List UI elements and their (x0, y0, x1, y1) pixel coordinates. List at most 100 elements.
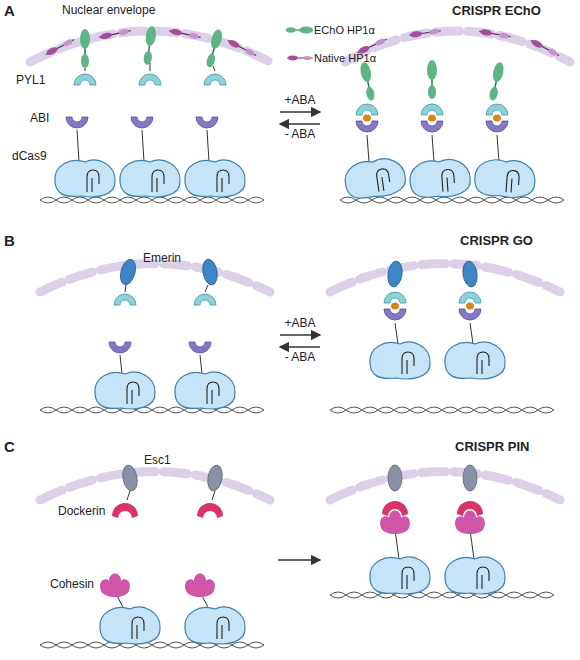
decor-shape (421, 121, 443, 132)
decor-shape (497, 135, 499, 162)
legend-text: Native HP1α (314, 52, 376, 65)
decor-shape (356, 121, 378, 132)
legend-samples (286, 27, 313, 61)
decor-shape (470, 323, 473, 344)
esc1-dockerin-cohesin (100, 464, 485, 597)
decor-shape (121, 464, 139, 492)
decor-shape (479, 28, 512, 39)
decor-shape (529, 38, 560, 58)
decor-shape (455, 511, 485, 535)
protein-label: PYL1 (16, 74, 45, 88)
decor-shape (409, 158, 472, 199)
protein-label: Dockerin (58, 505, 105, 519)
decor-shape (395, 530, 399, 559)
decor-shape (427, 60, 437, 99)
decor-shape (330, 592, 554, 598)
decor-shape (80, 29, 90, 68)
decor-shape (367, 135, 369, 162)
decor-shape (40, 197, 264, 203)
decor-shape (280, 334, 320, 335)
condition-label: +ABA (275, 317, 325, 331)
legend-text: EChO HP1α (314, 24, 375, 37)
decor-shape (428, 115, 436, 122)
decor-shape (343, 156, 408, 201)
condition-label: - ABA (275, 351, 325, 365)
decor-shape (463, 465, 477, 491)
panel-title: CRISPR GO (460, 234, 533, 249)
decor-shape (486, 104, 508, 115)
decor-shape (207, 130, 209, 162)
decor-shape (363, 115, 371, 122)
decor-shape (340, 197, 564, 203)
decor-shape (200, 355, 202, 374)
decor-shape (384, 292, 406, 303)
decor-shape (421, 104, 443, 115)
decor-shape (278, 559, 320, 560)
decor-shape (40, 472, 270, 501)
decor-shape (474, 158, 537, 199)
decor-shape (85, 68, 86, 71)
decor-shape (120, 355, 122, 374)
decor-shape (131, 117, 153, 128)
decor-shape (286, 27, 313, 34)
panel-letter: C (4, 438, 15, 455)
decor-shape (204, 28, 224, 68)
decor-shape (330, 472, 560, 501)
stalk-lines (77, 68, 499, 609)
decor-shape (370, 557, 430, 594)
decor-shape (66, 117, 88, 128)
decor-shape (345, 31, 570, 62)
decor-shape (466, 303, 474, 310)
decor-shape (486, 121, 508, 132)
decor-shape (74, 74, 96, 85)
decor-shape (470, 530, 474, 559)
decor-shape (487, 61, 505, 101)
envelope-label: Nuclear envelope (62, 4, 155, 18)
reaction-arrows (278, 112, 320, 560)
decor-shape (395, 323, 398, 344)
nuclear-envelope (30, 31, 570, 500)
echo-hp1 (80, 25, 505, 101)
decor-shape (150, 63, 151, 71)
decor-shape (120, 160, 180, 197)
protein-label: ABI (30, 112, 49, 126)
decor-shape (206, 464, 224, 492)
decor-shape (189, 342, 211, 353)
decor-shape (330, 407, 554, 413)
decor-shape (205, 285, 208, 292)
decor-shape (445, 342, 505, 379)
decor-shape (493, 115, 501, 122)
decor-shape (100, 607, 160, 644)
decor-shape (109, 342, 131, 353)
decor-shape (212, 491, 215, 500)
decor-shape (356, 104, 378, 115)
decor-shape (142, 130, 144, 162)
decor-shape (370, 342, 430, 379)
decor-shape (175, 372, 235, 409)
decor-shape (99, 28, 132, 41)
decor-shape (40, 264, 270, 293)
decor-shape (391, 303, 399, 310)
decor-shape (459, 292, 481, 303)
decor-shape (196, 117, 218, 128)
decor-shape (459, 309, 481, 320)
decor-shape (197, 503, 223, 518)
condition-label: +ABA (275, 94, 325, 108)
decor-shape (201, 258, 219, 286)
decor-shape (40, 407, 264, 413)
decor-shape (185, 160, 245, 197)
decor-shape (380, 511, 410, 535)
decor-shape (194, 294, 216, 305)
decor-shape (280, 346, 320, 347)
decor-shape (55, 160, 115, 197)
dcas9-shapes (55, 156, 536, 644)
decor-shape (386, 260, 403, 288)
decor-shape (330, 264, 560, 293)
decor-shape (280, 123, 320, 124)
decor-shape (185, 607, 245, 644)
decor-shape (409, 28, 442, 38)
decor-shape (169, 28, 202, 41)
decor-shape (77, 130, 79, 162)
decor-shape (185, 574, 215, 598)
